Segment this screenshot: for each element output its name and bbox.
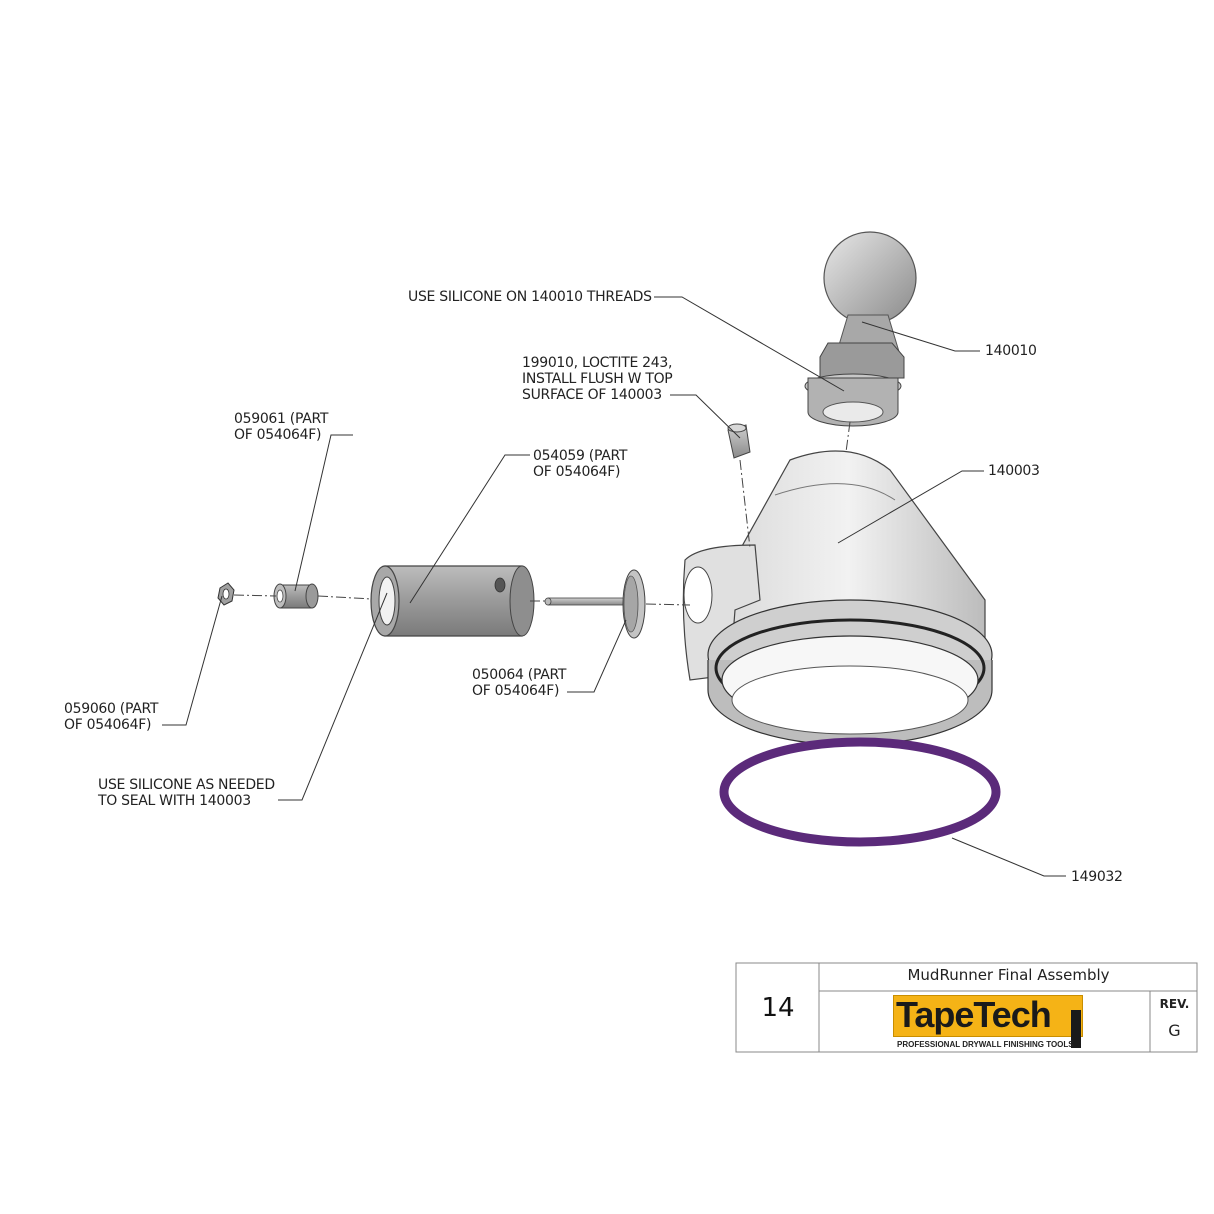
revision-label: REV.	[1159, 997, 1190, 1011]
leader-lines	[162, 296, 1066, 877]
logo-accent-bar	[1071, 1010, 1081, 1048]
callout-140003: 140003	[988, 463, 1040, 479]
part-050064-valve	[544, 569, 646, 639]
callout-140010: 140010	[985, 343, 1037, 359]
callout-050064: 050064 (PART OF 054064F)	[472, 667, 567, 699]
callout-059060: 059060 (PART OF 054064F)	[64, 701, 159, 733]
part-054059-sleeve	[370, 565, 535, 637]
tapetech-logo	[893, 995, 1083, 1037]
logo-brand-text: TapeTech	[896, 994, 1052, 1035]
assembly-axes	[233, 421, 851, 606]
callout-silicone-seal: USE SILICONE AS NEEDED TO SEAL WITH 1400…	[98, 777, 275, 809]
callout-054059: 054059 (PART OF 054064F)	[533, 448, 628, 480]
part-149032-oring	[719, 737, 1001, 847]
callout-059061: 059061 (PART OF 054064F)	[234, 411, 329, 443]
title-block-title: MudRunner Final Assembly	[907, 966, 1110, 984]
part-140010-handle	[804, 231, 917, 427]
part-059061-bushing	[273, 583, 319, 609]
sheet-number: 14	[761, 993, 795, 1023]
part-140003-body	[682, 450, 993, 746]
title-block-frame	[735, 962, 1198, 1053]
logo-tagline: PROFESSIONAL DRYWALL FINISHING TOOLS	[897, 1040, 1074, 1049]
callout-149032: 149032	[1071, 869, 1123, 885]
revision-value: G	[1168, 1021, 1181, 1040]
callout-silicone-threads: USE SILICONE ON 140010 THREADS	[408, 289, 652, 305]
part-199010-set-screw	[727, 423, 751, 459]
callout-199010: 199010, LOCTITE 243, INSTALL FLUSH W TOP…	[522, 355, 673, 403]
part-059060-nut	[217, 582, 235, 606]
